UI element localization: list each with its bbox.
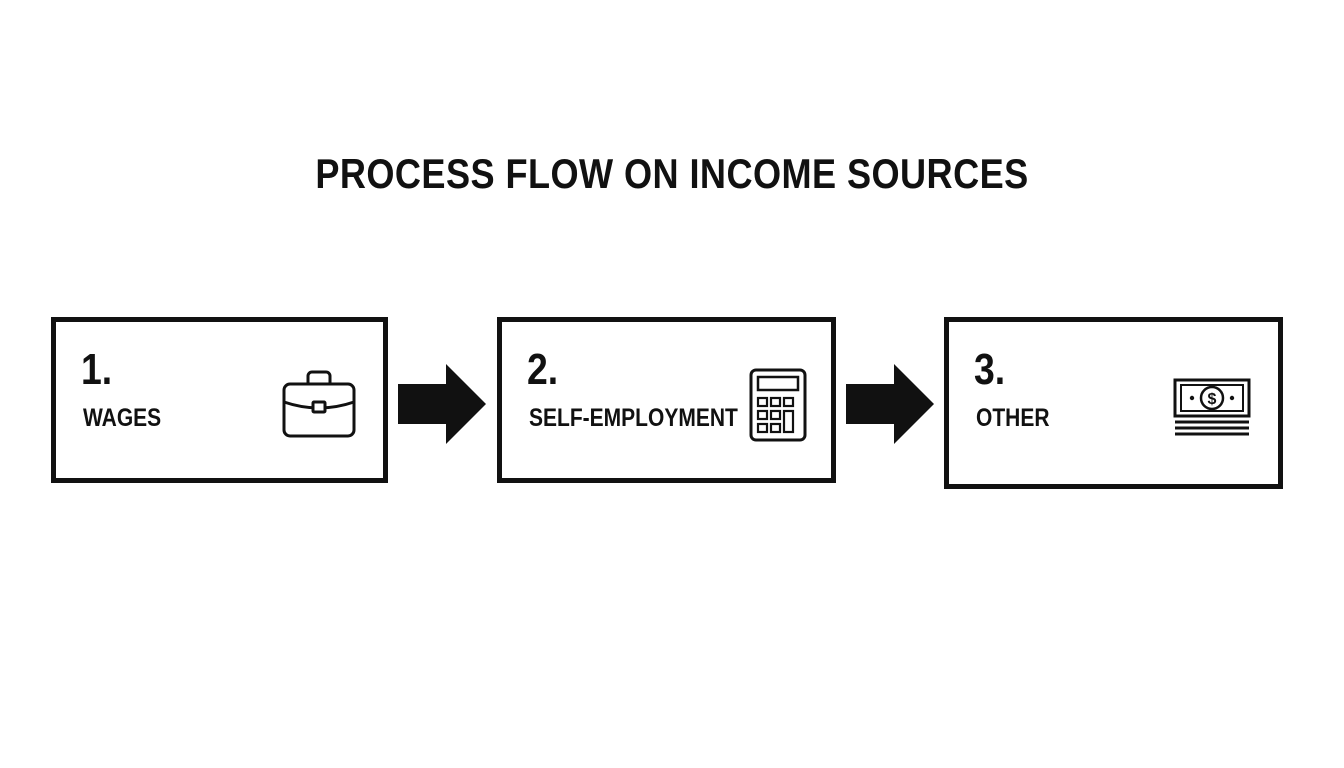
money-stack-icon: $ xyxy=(1171,377,1253,437)
step-box-other: 3. OTHER $ xyxy=(944,317,1283,489)
step-box-self-employment: 2. SELF-EMPLOYMENT xyxy=(497,317,836,483)
step-label: WAGES xyxy=(83,404,162,432)
briefcase-icon xyxy=(281,370,357,440)
step-number: 2. xyxy=(527,345,559,394)
svg-text:$: $ xyxy=(1208,391,1217,408)
step-label: OTHER xyxy=(976,404,1050,432)
diagram-title: PROCESS FLOW ON INCOME SOURCES xyxy=(315,150,1029,197)
step-label: SELF-EMPLOYMENT xyxy=(529,404,738,432)
calculator-icon xyxy=(749,368,807,442)
step-number: 3. xyxy=(974,345,1006,394)
flow-arrow xyxy=(846,364,936,449)
step-number: 1. xyxy=(81,345,113,394)
step-box-wages: 1. WAGES xyxy=(51,317,388,483)
flow-arrow xyxy=(398,364,488,449)
